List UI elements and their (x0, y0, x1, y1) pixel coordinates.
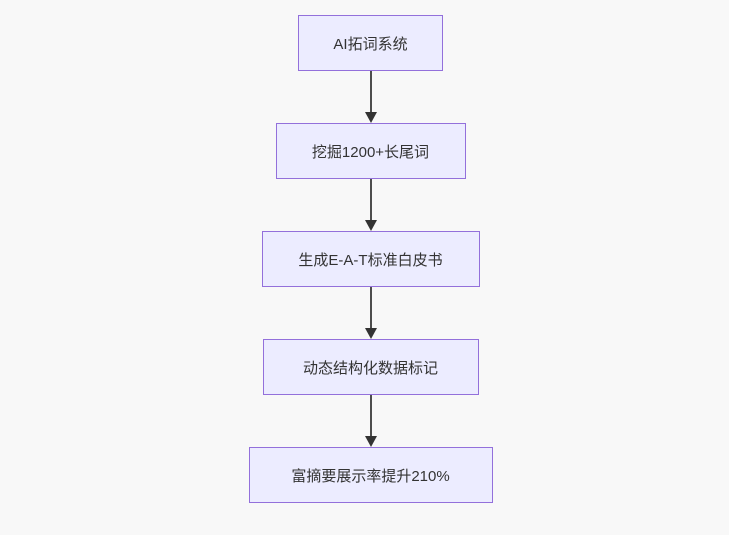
arrow-down-icon (364, 71, 377, 123)
edge-line (369, 71, 372, 113)
flow-node-ai-keyword-system: AI拓词系统 (298, 15, 443, 71)
arrowhead-icon (364, 220, 377, 231)
arrowhead-icon (364, 328, 377, 339)
arrowhead-icon (364, 436, 377, 447)
edge-line (369, 179, 372, 221)
flowchart: AI拓词系统 挖掘1200+长尾词 生成E-A-T标准白皮书 动态结构化数据标记… (248, 15, 493, 503)
flow-node-rich-snippet-uplift: 富摘要展示率提升210% (248, 447, 493, 503)
node-label: 动态结构化数据标记 (302, 359, 438, 377)
node-label: 挖掘1200+长尾词 (311, 143, 430, 161)
flow-node-eat-whitepaper: 生成E-A-T标准白皮书 (261, 231, 480, 287)
flow-node-longtail-mining: 挖掘1200+长尾词 (275, 123, 466, 179)
arrow-down-icon (364, 287, 377, 339)
node-label: AI拓词系统 (333, 35, 408, 53)
arrowhead-icon (364, 112, 377, 123)
flow-node-structured-data-markup: 动态结构化数据标记 (262, 339, 479, 395)
arrow-down-icon (364, 179, 377, 231)
node-label: 富摘要展示率提升210% (291, 467, 450, 485)
node-label: 生成E-A-T标准白皮书 (298, 251, 443, 269)
edge-line (369, 287, 372, 329)
arrow-down-icon (364, 395, 377, 447)
edge-line (369, 395, 372, 437)
